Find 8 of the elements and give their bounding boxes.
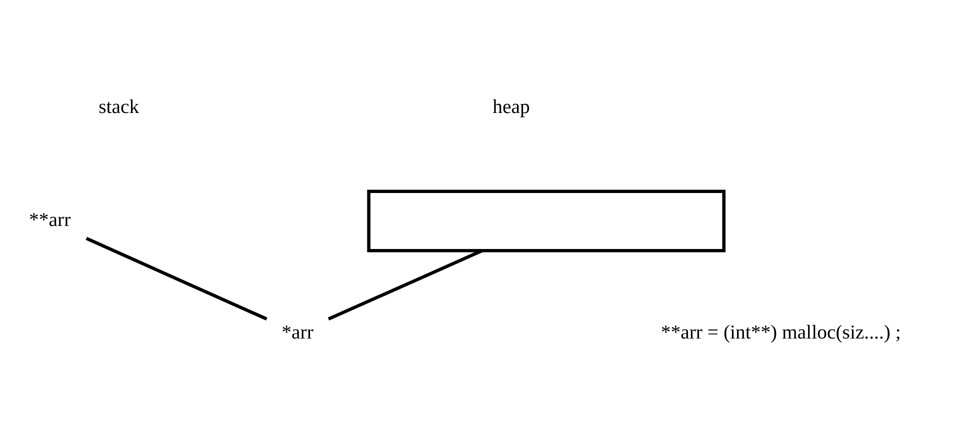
label: heap <box>492 96 530 118</box>
node-text: *arr <box>281 322 313 344</box>
node-text: **arr <box>28 208 70 231</box>
label: stack <box>98 96 139 118</box>
connector <box>85 236 267 321</box>
label: **arr = (int**) malloc(siz....) ; <box>660 322 900 344</box>
connector <box>327 249 482 321</box>
node-box <box>366 190 726 252</box>
